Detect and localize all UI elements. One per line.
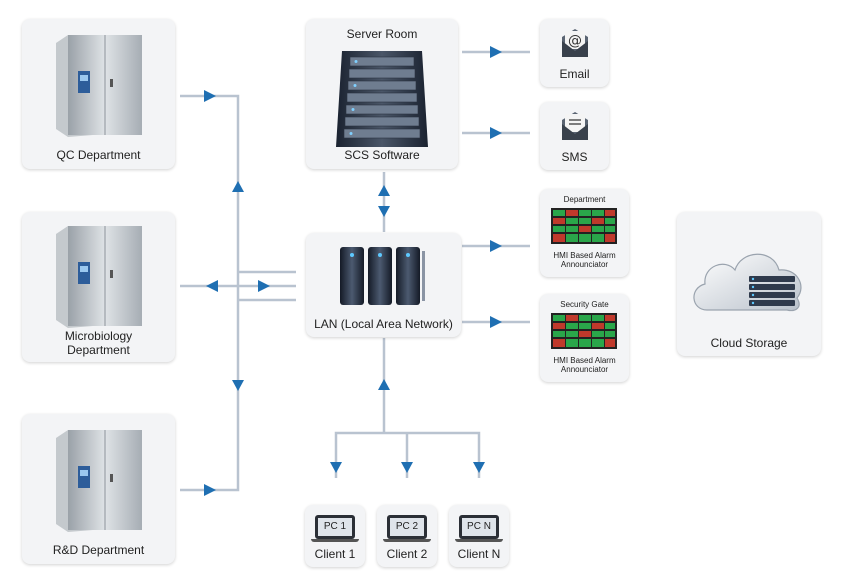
client-n-card: PC N Client N — [449, 505, 509, 567]
server-room-title: Server Room — [346, 27, 418, 41]
arrow-down-lan — [378, 206, 390, 217]
laptop-base — [455, 539, 503, 542]
email-card: @ Email — [540, 19, 609, 87]
server-room-card: Server Room SCS Software — [306, 19, 458, 169]
stability-chamber-icon — [56, 226, 142, 328]
email-label: Email — [559, 67, 590, 81]
laptop-icon: PC 2 — [387, 515, 427, 539]
arrow-down-trunk — [232, 380, 244, 391]
cloud-storage-card: Cloud Storage — [677, 212, 821, 356]
arrow-down-client1 — [330, 462, 342, 473]
arrow-right-gate — [490, 316, 502, 328]
rnd-department-label: R&D Department — [52, 543, 145, 557]
arrow-right-micro — [258, 280, 270, 292]
sms-icon — [562, 112, 588, 140]
client-2-card: PC 2 Client 2 — [377, 505, 437, 567]
security-gate-announciator-card: Security Gate HMI Based Alarm Announciat… — [540, 294, 629, 382]
stability-chamber-icon — [56, 430, 142, 532]
lan-card: LAN (Local Area Network) — [306, 233, 461, 337]
network-switch-icon — [340, 247, 425, 305]
rnd-department-card: R&D Department — [22, 414, 175, 564]
department-announciator-label: HMI Based Alarm Announciator — [553, 251, 616, 269]
department-announciator-card: Department HMI Based Alarm Announciator — [540, 189, 629, 277]
client-1-card: PC 1 Client 1 — [305, 505, 365, 567]
microbiology-department-label: Microbiology Department — [64, 329, 133, 357]
scs-software-label: SCS Software — [344, 148, 420, 162]
arrow-right-email — [490, 46, 502, 58]
stability-chamber-icon — [56, 35, 142, 137]
arrow-up-clients — [378, 379, 390, 390]
security-gate-announciator-title: Security Gate — [560, 300, 609, 309]
arrow-right-qc — [204, 90, 216, 102]
client-2-label: Client 2 — [386, 547, 428, 561]
arrow-up-trunk — [232, 181, 244, 192]
client-1-label: Client 1 — [314, 547, 356, 561]
pc-1-label: PC 1 — [318, 518, 352, 536]
laptop-icon: PC 1 — [315, 515, 355, 539]
cloud-icon — [693, 253, 802, 312]
arrow-right-dept — [490, 240, 502, 252]
alarm-panel-icon — [551, 313, 617, 349]
lan-label: LAN (Local Area Network) — [314, 317, 453, 331]
alarm-panel-icon — [551, 208, 617, 244]
arrow-right-sms — [490, 127, 502, 139]
laptop-base — [311, 539, 359, 542]
client-n-label: Client N — [457, 547, 501, 561]
email-icon: @ — [562, 29, 588, 57]
arrow-down-client2 — [401, 462, 413, 473]
laptop-base — [383, 539, 431, 542]
security-gate-announciator-label: HMI Based Alarm Announciator — [553, 356, 616, 374]
pc-2-label: PC 2 — [390, 518, 424, 536]
arrow-left-micro — [206, 280, 218, 292]
sms-label: SMS — [561, 150, 588, 164]
qc-department-card: QC Department — [22, 19, 175, 169]
sms-card: SMS — [540, 102, 609, 170]
arrow-up-server — [378, 185, 390, 196]
qc-department-label: QC Department — [56, 148, 141, 162]
arrow-right-rnd — [204, 484, 216, 496]
pc-n-label: PC N — [462, 518, 496, 536]
laptop-icon: PC N — [459, 515, 499, 539]
microbiology-department-card: Microbiology Department — [22, 212, 175, 362]
server-rack-icon — [336, 51, 428, 147]
department-announciator-title: Department — [563, 195, 606, 204]
arrow-down-clientn — [473, 462, 485, 473]
cloud-storage-label: Cloud Storage — [710, 336, 788, 350]
svg-text:@: @ — [568, 33, 582, 49]
